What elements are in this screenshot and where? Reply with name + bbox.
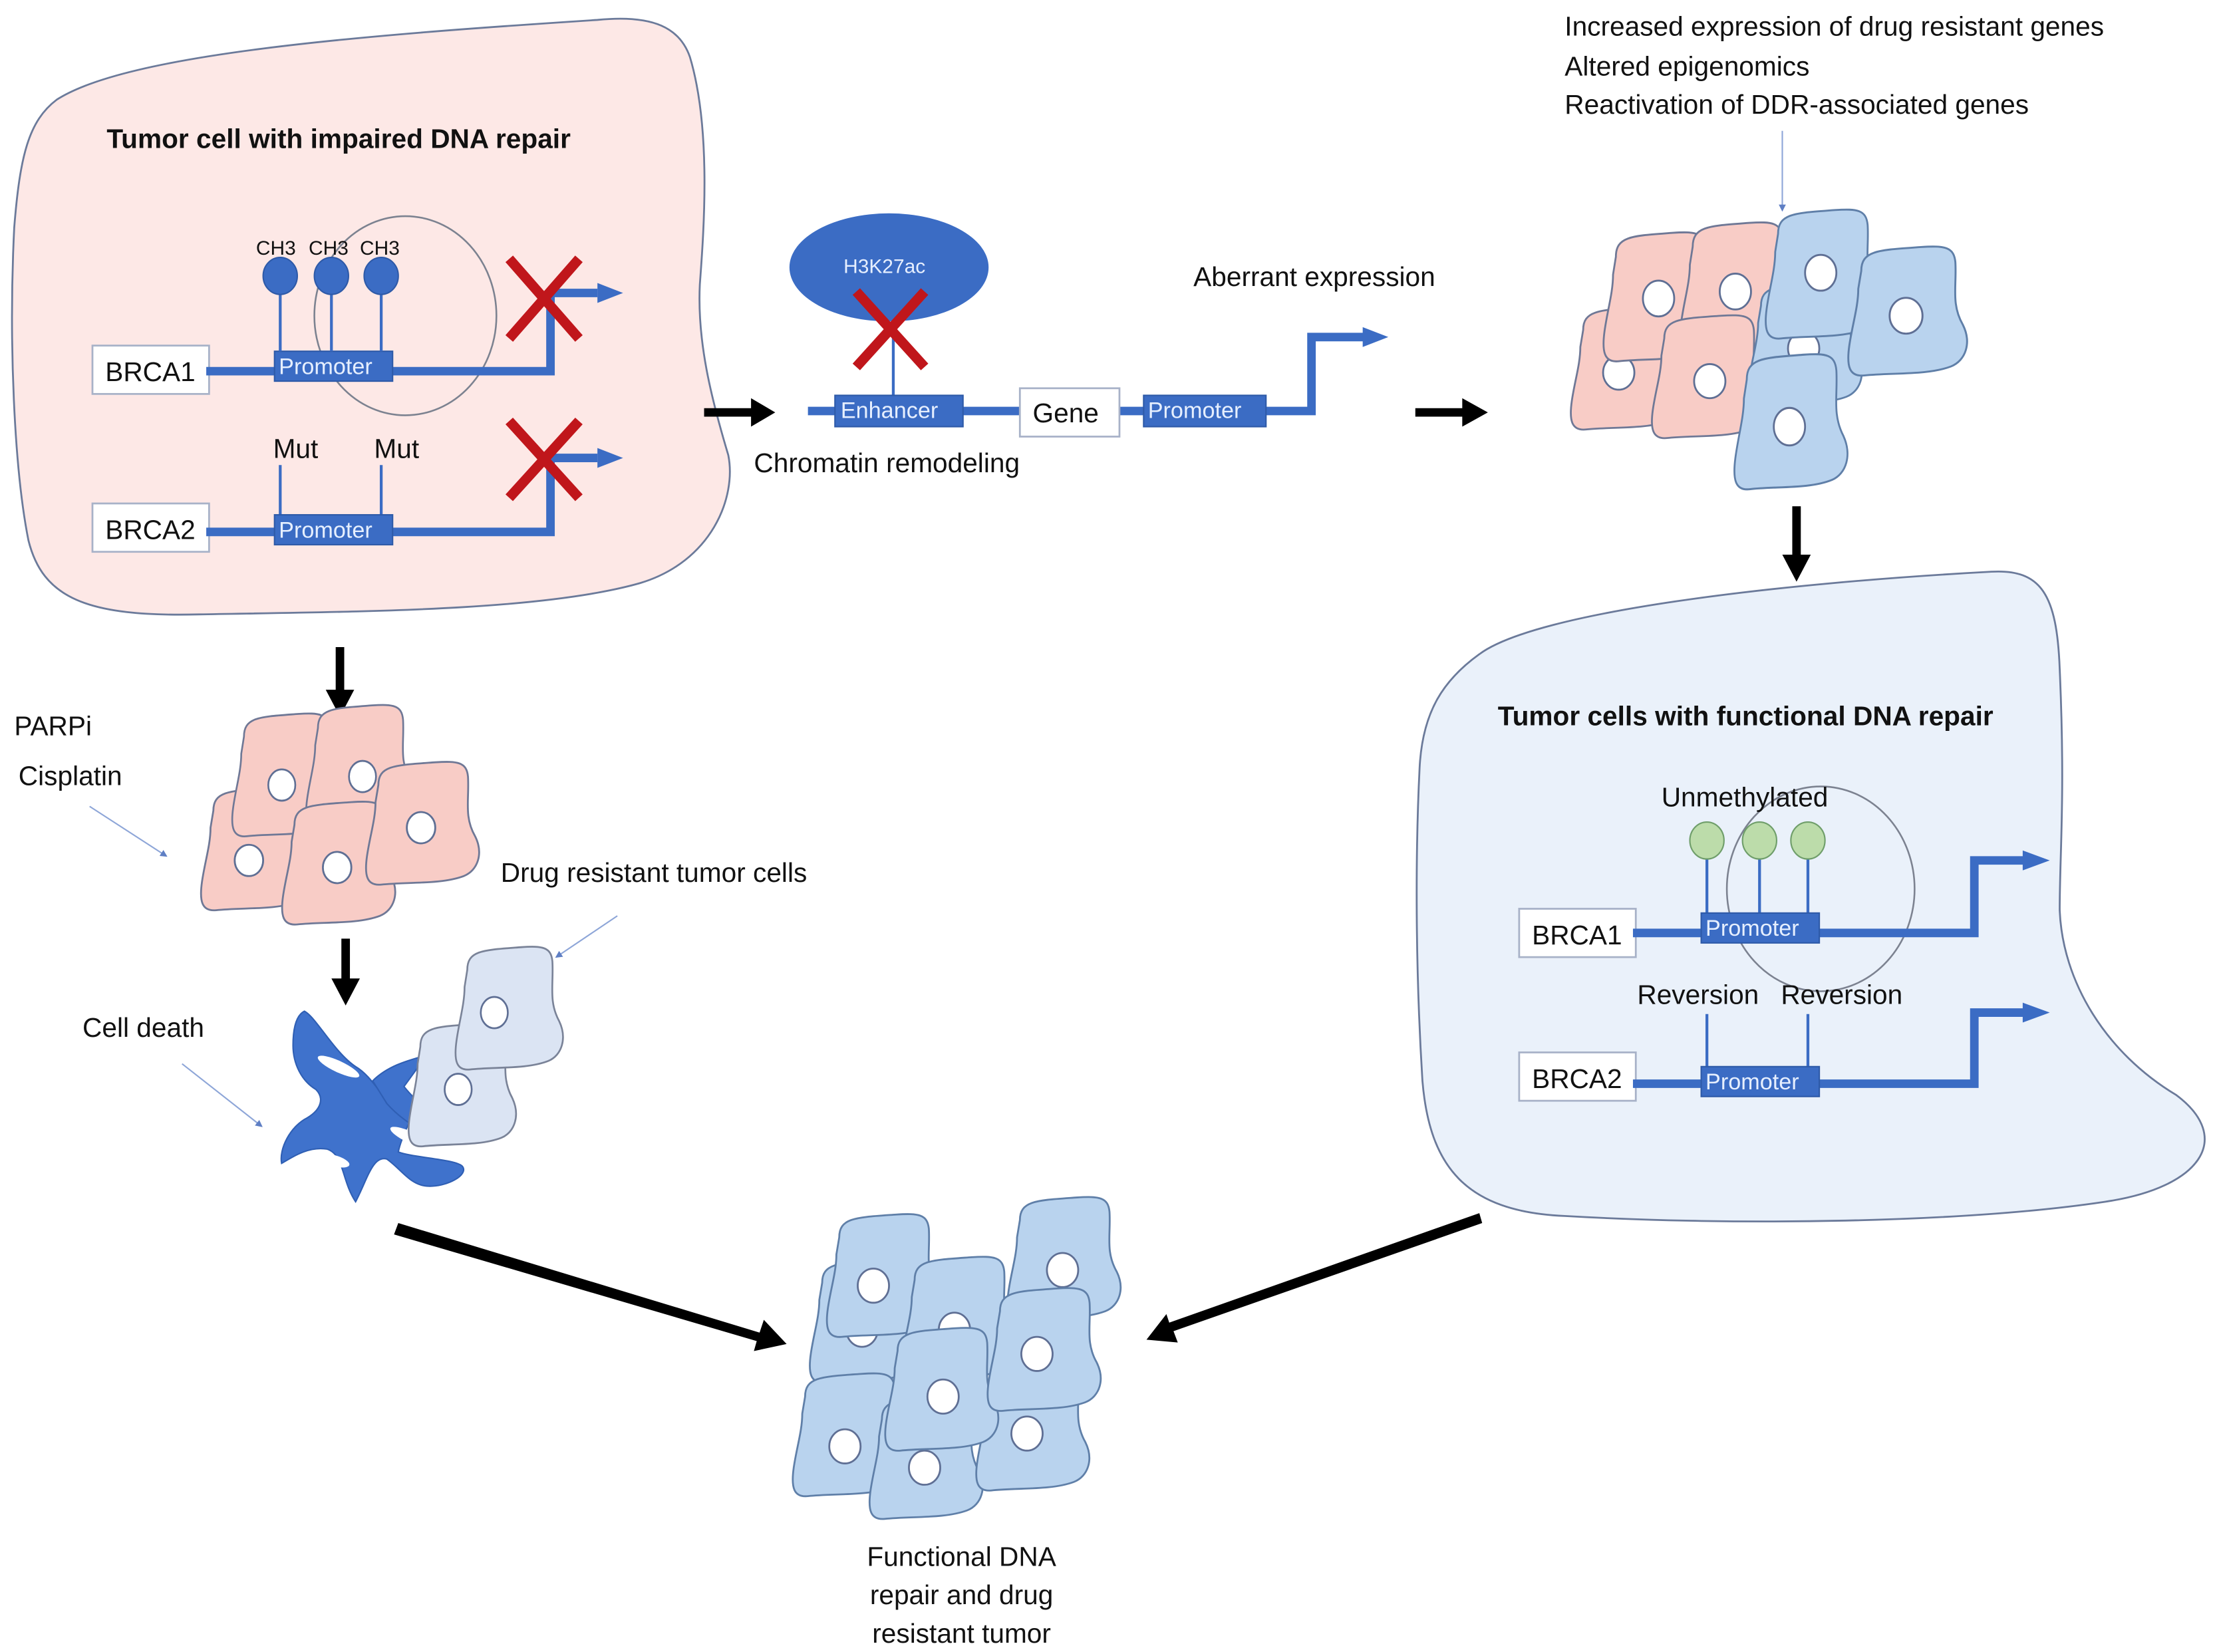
mutation-label: Mut — [374, 434, 419, 464]
mixed-tumor-cell-cluster — [1570, 208, 1968, 491]
change-item: Altered epigenomics — [1564, 51, 1809, 81]
treated-tumor-cell-cluster — [200, 704, 480, 926]
resistant-tumor-cluster — [792, 1196, 1122, 1520]
brca1-promoter — [1700, 912, 1821, 944]
gene-box — [1018, 387, 1121, 438]
methyl-mark — [313, 256, 349, 295]
resistance-changes-list: Increased expression of drug resistant g… — [1564, 11, 2104, 212]
arrow-down-icon — [1782, 506, 1811, 582]
arrow-right-icon — [704, 398, 776, 427]
chromatin-remodeling-panel: H3K27ac Enhancer Gene Promoter Chromatin… — [754, 213, 1435, 478]
functional-repair-panel: Tumor cells with functional DNA repair U… — [1415, 570, 2206, 1223]
aberrant-expression-label: Aberrant expression — [1193, 261, 1435, 292]
pointer-arrow-icon — [182, 1063, 263, 1127]
change-item: Reactivation of DDR-associated genes — [1564, 89, 2029, 120]
unmethylated-mark — [1689, 821, 1725, 860]
h3k27ac-histone — [789, 213, 989, 322]
brca1-transcription-arrowhead — [597, 283, 623, 303]
brca1-gene-box — [91, 344, 210, 395]
treatment-section: PARPi Cisplatin Cell death Drug resistan… — [14, 704, 808, 1204]
outcome-label-line: Functional DNA — [867, 1541, 1056, 1572]
methylation-marks: CH3 CH3 CH3 — [256, 237, 400, 352]
pointer-arrow-icon — [89, 805, 168, 857]
reversion-label: Reversion — [1637, 980, 1759, 1010]
brca1-label: BRCA1 — [1532, 920, 1622, 950]
arrow-to-outcome-icon — [1146, 1213, 1483, 1343]
methyl-mark — [262, 256, 299, 295]
brca1-label: BRCA1 — [105, 356, 195, 387]
enhancer-label: Enhancer — [841, 398, 938, 424]
resistant-cells-label: Drug resistant tumor cells — [501, 857, 808, 888]
brca2-gene-box — [1518, 1051, 1637, 1102]
brca2-label: BRCA2 — [1532, 1063, 1622, 1094]
aberrant-expression-arrowhead — [1362, 327, 1389, 347]
methyl-mark — [363, 256, 399, 295]
brca2-promoter-label: Promoter — [279, 517, 372, 543]
impaired-repair-panel: Tumor cell with impaired DNA repair BRCA… — [11, 17, 731, 616]
brca1-promoter-label: Promoter — [279, 354, 372, 379]
brca2-label: BRCA2 — [105, 514, 195, 545]
brca1-promoter — [273, 350, 394, 382]
brca2-promoter — [273, 514, 394, 546]
brca2-inhibition-cross-icon — [506, 417, 583, 501]
change-item: Increased expression of drug resistant g… — [1564, 11, 2104, 41]
mutation-label: Mut — [273, 434, 319, 464]
reversion-label: Reversion — [1781, 980, 1902, 1010]
brca2-promoter — [1700, 1065, 1821, 1097]
ch3-label: CH3 — [309, 237, 349, 259]
outcome-label-line: resistant tumor — [872, 1618, 1051, 1649]
pointer-arrow-icon — [555, 915, 618, 958]
h3k27ac-inhibition-cross-icon — [852, 288, 929, 370]
h3k27ac-label: H3K27ac — [843, 256, 925, 278]
arrow-right-icon — [1415, 398, 1488, 427]
ch3-label: CH3 — [360, 237, 400, 259]
unmethylated-marks — [1689, 821, 1826, 913]
brca1-expression-arrowhead — [2022, 850, 2050, 871]
unmethylated-mark — [1741, 821, 1778, 860]
chromatin-promoter-label: Promoter — [1148, 398, 1242, 424]
impaired-panel-title: Tumor cell with impaired DNA repair — [106, 123, 571, 154]
outcome-label-line: repair and drug — [870, 1580, 1054, 1610]
brca2-promoter-label: Promoter — [1705, 1069, 1799, 1095]
unmethylated-label: Unmethylated — [1662, 781, 1829, 812]
chromatin-promoter-box — [1143, 394, 1267, 428]
drug-resistant-cells — [407, 946, 564, 1148]
drug-label-cisplatin: Cisplatin — [19, 760, 122, 791]
cell-death-label: Cell death — [82, 1012, 204, 1043]
nucleosome-circle — [1725, 785, 1916, 992]
enhancer-box — [834, 394, 964, 428]
functional-panel-title: Tumor cells with functional DNA repair — [1498, 701, 1994, 732]
gene-label: Gene — [1033, 398, 1099, 428]
arrow-down-icon — [331, 938, 361, 1006]
brca1-promoter-label: Promoter — [1705, 916, 1799, 941]
outcome-label: Functional DNA repair and drug resistant… — [867, 1541, 1056, 1648]
brca2-transcription-arrowhead — [597, 448, 623, 468]
brca1-inhibition-cross-icon — [505, 255, 583, 342]
arrow-down-icon — [325, 646, 355, 717]
chromatin-remodeling-caption: Chromatin remodeling — [754, 448, 1020, 478]
nucleosome-circle — [313, 215, 498, 416]
unmethylated-mark — [1790, 821, 1826, 860]
functional-tumor-cell-outline — [1415, 570, 2206, 1223]
brca2-gene-box — [91, 502, 210, 553]
brca2-expression-arrowhead — [2022, 1002, 2050, 1023]
ch3-label: CH3 — [256, 237, 296, 259]
drug-label-parpi: PARPi — [14, 711, 92, 742]
brca1-gene-box — [1518, 908, 1637, 958]
arrow-to-outcome-icon — [394, 1223, 787, 1351]
